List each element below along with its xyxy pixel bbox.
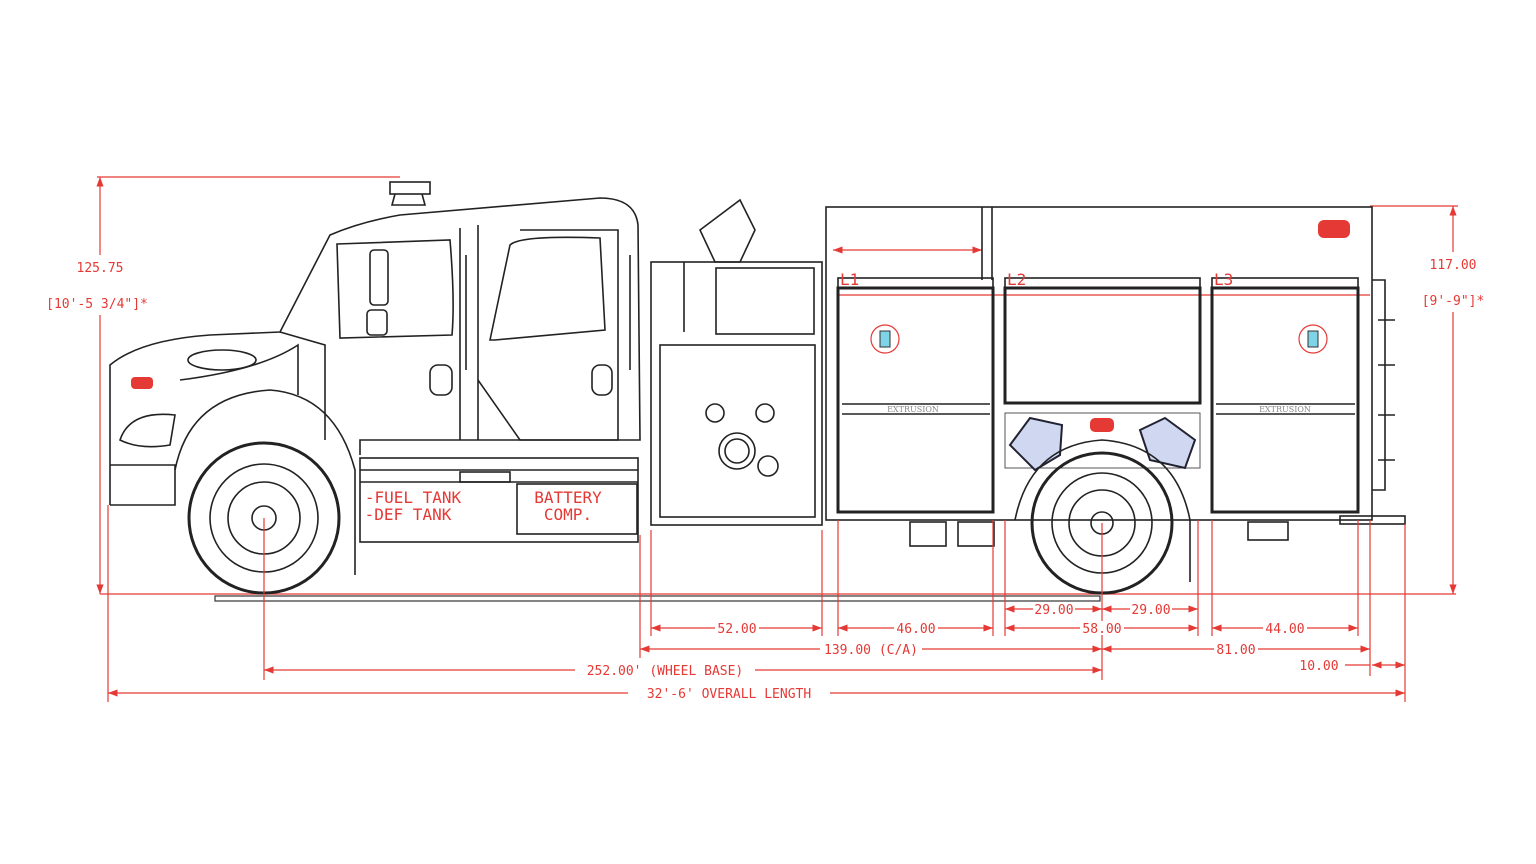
- extrusion-label: EXTRUSION: [1259, 405, 1311, 414]
- dim-overall-length: 32'-6' OVERALL LENGTH: [647, 687, 811, 702]
- extension-lines: [107, 505, 1406, 702]
- dim-44: 44.00: [1265, 622, 1304, 637]
- wheel-well-light: [1008, 416, 1064, 472]
- light-bar: [389, 181, 431, 195]
- dim-wheel-base: 252.00' (WHEEL BASE): [587, 664, 744, 679]
- compartment-l1[interactable]: EXTRUSION L1: [836, 270, 995, 514]
- pump-panel: [650, 198, 823, 526]
- body: EXTRUSION L1 L2 EXTRUSION L3: [825, 206, 1406, 582]
- dim-46: 46.00: [896, 622, 935, 637]
- right-height-feet: [9'-9"]*: [1422, 294, 1485, 309]
- compartment-label: L2: [1007, 270, 1026, 289]
- compartment-latch-icon: [1307, 330, 1319, 348]
- cab-marker-light: [131, 377, 153, 389]
- fuel-tank-label: -FUEL TANK: [365, 488, 462, 507]
- deck-gun: [698, 198, 756, 263]
- rear-step: [1339, 515, 1406, 525]
- extrusion-label: EXTRUSION: [887, 405, 939, 414]
- compartment-latch-icon: [879, 330, 891, 348]
- battery-comp-label: COMP.: [544, 505, 592, 524]
- def-tank-label: -DEF TANK: [365, 505, 452, 524]
- mirror: [369, 249, 389, 306]
- left-height-dimension: 125.75 [10'-5 3/4"]*: [46, 176, 400, 594]
- body-marker-light: [1318, 220, 1350, 238]
- compartment-label: L3: [1214, 270, 1233, 289]
- ground-plate: [214, 595, 1101, 602]
- rear-ladder: [1372, 279, 1395, 491]
- dim-29-left: 29.00: [1034, 603, 1073, 618]
- rear-window: [489, 236, 606, 341]
- door-handle: [429, 364, 453, 396]
- compartment-l3[interactable]: EXTRUSION L3: [1210, 270, 1360, 514]
- compartment-l2[interactable]: L2: [1003, 270, 1202, 472]
- cab: [109, 181, 641, 575]
- dim-cab-to-axle: 139.00 (C/A): [824, 643, 918, 658]
- hood-vent: [187, 349, 257, 371]
- tank-area: -FUEL TANK -DEF TANK BATTERY COMP.: [359, 457, 639, 543]
- left-height-value: 125.75: [77, 261, 124, 276]
- right-height-dimension: 117.00 [9'-9"]*: [1370, 205, 1486, 594]
- dim-10: 10.00: [1299, 659, 1338, 674]
- dim-52: 52.00: [717, 622, 756, 637]
- wheel-well-light: [1138, 416, 1197, 470]
- dim-29-right: 29.00: [1131, 603, 1170, 618]
- compartment-label: L1: [840, 270, 859, 289]
- right-height-value: 117.00: [1430, 258, 1477, 273]
- dimension-labels: 29.00 29.00 52.00 46.00 58.00 44.00 139.…: [575, 602, 1340, 702]
- left-height-feet: [10'-5 3/4"]*: [46, 297, 148, 312]
- door-handle: [591, 364, 613, 396]
- dim-58: 58.00: [1082, 622, 1121, 637]
- battery-label: BATTERY: [534, 488, 602, 507]
- dim-81: 81.00: [1216, 643, 1255, 658]
